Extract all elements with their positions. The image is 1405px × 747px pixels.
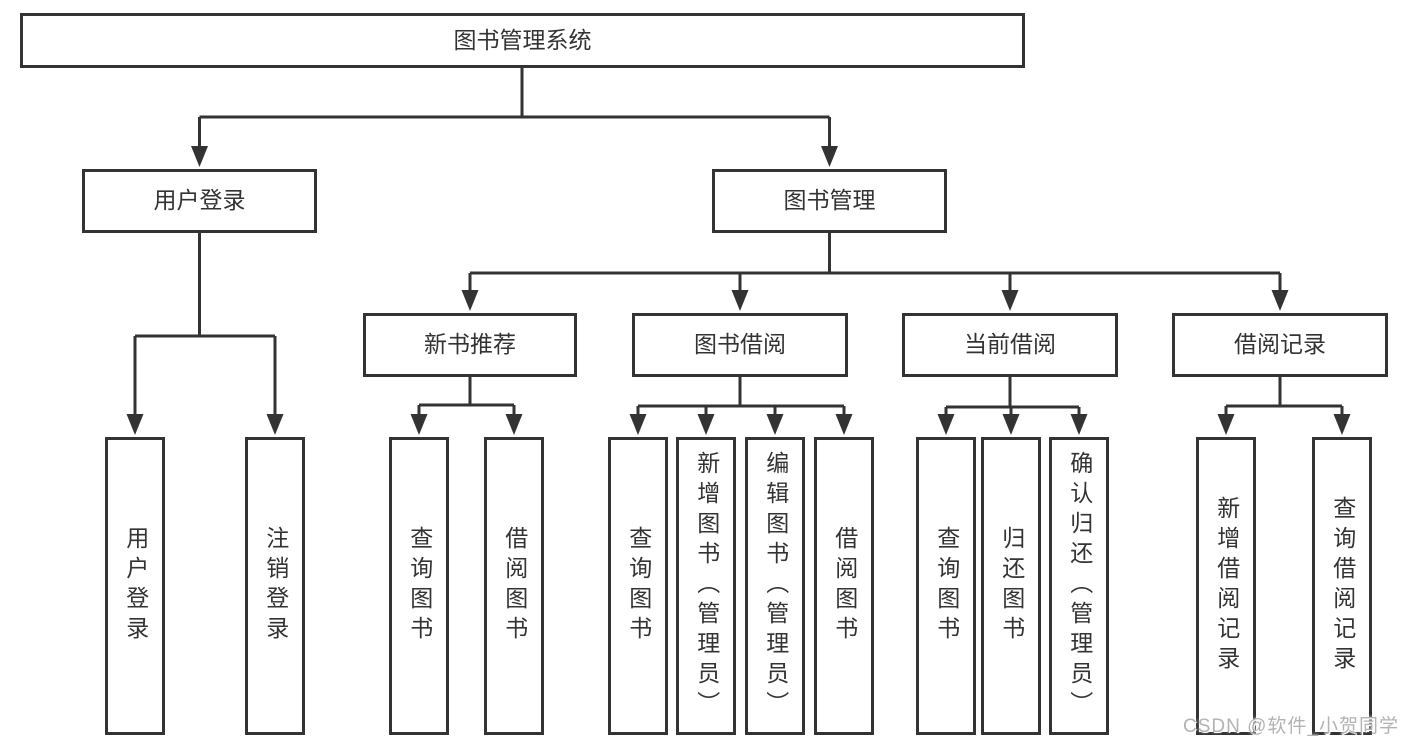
node-book-management-module: 图书管理 [712, 169, 947, 233]
connector-root-to-level2 [191, 68, 838, 167]
connector-new-book-branch [410, 377, 523, 435]
csdn-watermark: CSDN @软件_小贺同学 [1183, 716, 1399, 737]
node-leaf-borrow-books: 借阅图书 [814, 437, 874, 735]
connector-book-borrowing-branch [629, 377, 853, 435]
node-leaf-borrow-books-recommend: 借阅图书 [484, 437, 544, 735]
node-leaf-add-borrow-record: 新增借阅记录 [1196, 437, 1256, 735]
node-leaf-user-login: 用户登录 [105, 437, 165, 735]
connector-user-login-branch [126, 233, 284, 435]
node-user-login-module: 用户登录 [82, 169, 317, 233]
node-leaf-query-books-borrowing: 查询图书 [608, 437, 668, 735]
connector-current-borrowing-branch [937, 377, 1088, 435]
node-book-borrowing: 图书借阅 [632, 313, 848, 377]
connector-borrowing-records-branch [1217, 377, 1351, 435]
node-borrowing-records: 借阅记录 [1172, 313, 1388, 377]
node-current-borrowing: 当前借阅 [902, 313, 1118, 377]
node-leaf-query-books-recommend: 查询图书 [389, 437, 449, 735]
node-library-management-system: 图书管理系统 [20, 13, 1025, 68]
node-leaf-return-books: 归还图书 [981, 437, 1041, 735]
node-new-book-recommendation: 新书推荐 [363, 313, 577, 377]
node-leaf-query-borrow-record: 查询借阅记录 [1312, 437, 1372, 735]
node-leaf-edit-books-admin: 编辑图书（管理员） [745, 437, 805, 735]
node-leaf-add-books-admin: 新增图书（管理员） [676, 437, 736, 735]
node-leaf-confirm-return-admin: 确认归还（管理员） [1049, 437, 1109, 735]
connector-book-management-branch [461, 233, 1289, 311]
node-leaf-query-books-current: 查询图书 [916, 437, 976, 735]
node-leaf-logout: 注销登录 [245, 437, 305, 735]
